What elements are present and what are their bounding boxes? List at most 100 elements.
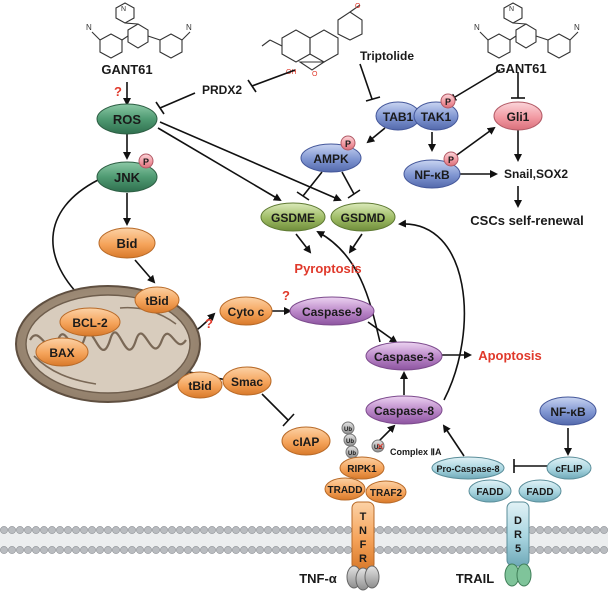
pathway-edges [52, 63, 572, 473]
membrane-lipid-head [136, 546, 144, 554]
membrane-lipid-head [200, 546, 208, 554]
membrane-lipid-head [568, 526, 576, 534]
membrane-lipid-head [304, 526, 312, 534]
membrane-lipid-head [464, 526, 472, 534]
node-smac: Smac [222, 366, 272, 396]
membrane-lipid-head [152, 526, 160, 534]
membrane-lipid-head [392, 546, 400, 554]
membrane-lipid-head [544, 526, 552, 534]
membrane-lipid-head [336, 526, 344, 534]
membrane-lipid-head [256, 526, 264, 534]
membrane-lipid-head [208, 546, 216, 554]
membrane-lipid-head [144, 526, 152, 534]
membrane-lipid-head [432, 526, 440, 534]
node-ripk1: RIPK1 [339, 456, 385, 480]
node-procasp8: Pro-Caspase-8 [431, 456, 505, 480]
svg-text:Caspase-3: Caspase-3 [374, 350, 434, 364]
svg-text:OH: OH [286, 69, 297, 76]
svg-text:Smac: Smac [231, 375, 263, 389]
svg-text:tBid: tBid [145, 294, 168, 308]
membrane-lipid-head [432, 546, 440, 554]
membrane-lipid-head [272, 546, 280, 554]
membrane-lipid-head [16, 546, 24, 554]
membrane-lipid-head [64, 526, 72, 534]
membrane-lipid-head [600, 526, 608, 534]
label-cscs-self-renewal: CSCs self-renewal [470, 213, 583, 228]
membrane-lipid-head [16, 526, 24, 534]
membrane-lipid-head [328, 546, 336, 554]
membrane-lipid-head [384, 526, 392, 534]
membrane-lipid-head [168, 546, 176, 554]
svg-text:Ub: Ub [348, 451, 356, 457]
membrane-lipid-head [480, 526, 488, 534]
node-ampk: AMPK P [300, 135, 362, 173]
membrane-lipid-head [24, 526, 32, 534]
svg-text:FADD: FADD [476, 487, 503, 498]
membrane-lipid-head [176, 526, 184, 534]
membrane-lipid-head [72, 526, 80, 534]
svg-text:Complex ⅡA: Complex ⅡA [390, 447, 442, 457]
membrane-lipid-head [88, 546, 96, 554]
membrane-lipid-head [408, 546, 416, 554]
membrane-lipid-head [576, 526, 584, 534]
membrane-lipid-head [272, 526, 280, 534]
svg-text:Bid: Bid [117, 236, 138, 251]
membrane-lipid-head [472, 546, 480, 554]
membrane-lipid-head [280, 546, 288, 554]
label-apoptosis: Apoptosis [478, 348, 542, 363]
membrane-lipid-head [40, 546, 48, 554]
membrane-lipid-head [288, 526, 296, 534]
label-gant61-right: GANT61 [495, 61, 546, 76]
membrane-lipid-head [496, 526, 504, 534]
membrane-lipid-head [32, 546, 40, 554]
svg-text:Caspase-9: Caspase-9 [302, 305, 362, 319]
membrane-lipid-head [496, 546, 504, 554]
membrane-lipid-head [344, 546, 352, 554]
membrane-lipid-head [120, 546, 128, 554]
svg-text:Gli1: Gli1 [507, 110, 530, 124]
membrane-lipid-head [568, 546, 576, 554]
svg-text:GSDMD: GSDMD [341, 211, 386, 225]
membrane-lipid-head [416, 526, 424, 534]
membrane-lipid-head [472, 526, 480, 534]
membrane-lipid-head [224, 526, 232, 534]
label-prdx2: PRDX2 [202, 83, 242, 97]
membrane-lipid-head [128, 526, 136, 534]
membrane-lipid-head [552, 546, 560, 554]
membrane-lipid-head [480, 546, 488, 554]
membrane-lipid-head [152, 546, 160, 554]
membrane-lipid-head [456, 526, 464, 534]
membrane-lipid-head [240, 546, 248, 554]
svg-text:TAB1: TAB1 [383, 110, 414, 124]
node-cytoc: Cyto c [219, 296, 273, 326]
node-traf2: TRAF2 [365, 480, 407, 504]
membrane-lipid-head [320, 546, 328, 554]
svg-text:Ub: Ub [344, 427, 352, 433]
membrane-lipid-head [160, 546, 168, 554]
membrane-lipid-head [232, 526, 240, 534]
membrane-lipid-head [576, 546, 584, 554]
membrane-lipid-head [8, 526, 16, 534]
membrane-lipid-head [560, 546, 568, 554]
svg-text:N: N [86, 23, 92, 32]
membrane-lipid-head [80, 546, 88, 554]
membrane-lipid-head [408, 526, 416, 534]
svg-text:✕: ✕ [376, 442, 384, 453]
node-caspase9: Caspase-9 [289, 296, 375, 326]
svg-text:P: P [345, 139, 351, 149]
svg-text:JNK: JNK [114, 170, 141, 185]
question-mark-ros: ? [114, 84, 122, 99]
membrane-lipid-head [424, 526, 432, 534]
membrane-lipid-head [64, 546, 72, 554]
node-gsdme: GSDME [260, 202, 326, 232]
label-snail-sox2: Snail,SOX2 [504, 167, 568, 181]
node-tbid-bottom: tBid [177, 371, 223, 399]
membrane-lipid-head [0, 526, 8, 534]
svg-text:Cyto c: Cyto c [228, 305, 265, 319]
question-mark-cytoc: ? [205, 316, 213, 331]
gant61-left-structure-icon: N N N [86, 2, 192, 59]
node-tab1: TAB1 [375, 101, 421, 131]
membrane-lipid-head [144, 546, 152, 554]
